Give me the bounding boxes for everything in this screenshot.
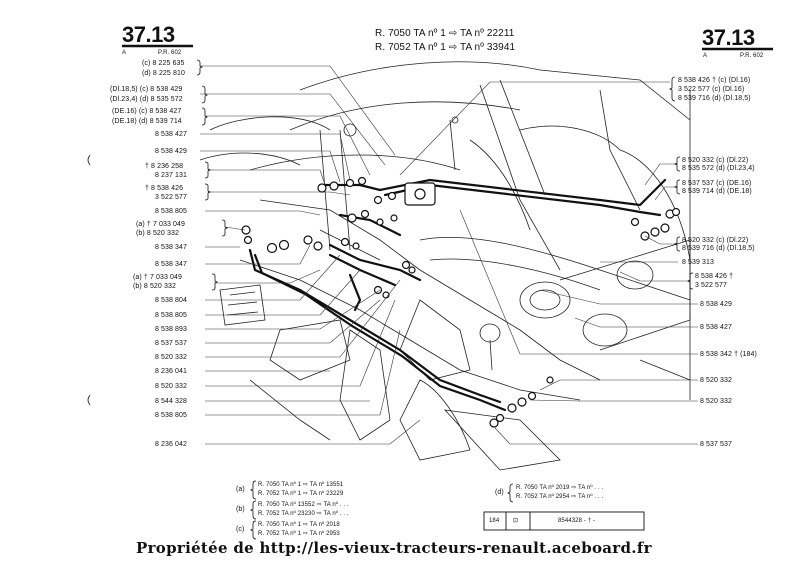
part-label: 3 522 577 xyxy=(695,282,728,289)
page-number-left: 37.13 xyxy=(122,22,175,47)
part-label: 8 538 805 xyxy=(155,208,188,215)
table-cell-symbol: ⊡ xyxy=(513,518,519,524)
part-label: 8 520 332 xyxy=(155,354,188,361)
footer-watermark: Propriétée de http://les-vieux-tracteurs… xyxy=(136,539,652,557)
part-label: 8 520 332 xyxy=(700,377,733,384)
part-label: 8 520 332 xyxy=(155,383,188,390)
legend-b-line-1: R. 7050 TA nº 13552 ⇨ TA nº . . . xyxy=(258,502,349,508)
part-label: 3 522 577 xyxy=(155,194,188,201)
table-cell-ref: 184 xyxy=(489,518,500,524)
part-label: 8 236 042 xyxy=(155,441,188,448)
part-label: (b) 8 520 332 xyxy=(133,283,176,290)
legend-d-line-2: R. 7052 TA nº 2954 ⇨ TA nº . . . xyxy=(516,494,604,500)
part-label: 8 535 572 (d) (Dl.23,4) xyxy=(682,165,755,172)
part-label: 8 538 805 xyxy=(155,412,188,419)
page-sub-a-left: A xyxy=(122,50,127,56)
page-number-right: 37.13 xyxy=(702,25,755,50)
legend-c-line-2: R. 7052 TA nº 1 ⇨ TA nº 2953 xyxy=(258,531,340,537)
part-label: 8 520 332 (c) (Dl.22) xyxy=(682,157,749,164)
part-label: 8 538 804 xyxy=(155,297,188,304)
part-label: 8 538 426 † xyxy=(695,273,734,280)
part-label: 8 538 429 xyxy=(700,301,733,308)
part-label: (c) 8 225 635 xyxy=(142,60,185,67)
legend-d-line-1: R. 7050 TA nº 2019 ⇨ TA nº . . . xyxy=(516,485,604,491)
legend-b-line-2: R. 7052 TA nº 23230 ⇨ TA nº . . . xyxy=(258,511,349,517)
part-label: 8 538 893 xyxy=(155,326,188,333)
legend-a-line-1: R. 7050 TA nº 1 ⇨ TA nº 13551 xyxy=(258,482,344,488)
legend-key-d: (d) xyxy=(495,489,504,496)
part-label: (b) 8 520 332 xyxy=(136,230,179,237)
part-label: (Dl.23,4) (d) 8 535 572 xyxy=(110,96,183,103)
part-label: (d) 8 225 810 xyxy=(142,70,185,77)
model-range-line-2: R. 7052 TA nº 1 ⇨ TA nº 33941 xyxy=(375,42,516,53)
part-label: 8 520 332 xyxy=(700,398,733,405)
legend-c-line-1: R. 7050 TA nº 1 ⇨ TA nº 2018 xyxy=(258,522,340,528)
part-label: (DE.16) (c) 8 538 427 xyxy=(112,108,182,115)
page-sub-ref-right: P.R. 602 xyxy=(740,53,764,59)
table-cell-part: 8544328 - † - xyxy=(558,518,595,524)
part-label: 8 538 429 xyxy=(155,148,188,155)
page-sub-a-right: A xyxy=(703,53,708,59)
part-label: 8 539 716 (d) (Dl.18,5) xyxy=(678,95,751,102)
part-label: 8 237 131 xyxy=(155,172,188,179)
part-label: 8 539 313 xyxy=(682,259,715,266)
part-label: 8 539 716 (d) (Dl.18,5) xyxy=(682,245,755,252)
part-label: 8 236 041 xyxy=(155,368,188,375)
legend-key-a: (a) xyxy=(236,486,245,493)
legend-a-line-2: R. 7052 TA nº 1 ⇨ TA nº 23229 xyxy=(258,491,344,497)
part-label: (Dl.18,5) (c) 8 538 429 xyxy=(110,86,183,93)
part-label: 8 537 537 (c) (DE.16) xyxy=(682,180,752,187)
legend-key-b: (b) xyxy=(236,506,245,513)
part-label: 8 537 537 xyxy=(700,441,733,448)
part-label: 8 544 328 xyxy=(155,398,188,405)
part-label: 8 538 427 xyxy=(700,324,733,331)
part-label: 8 538 347 xyxy=(155,244,188,251)
part-label: 8 538 427 xyxy=(155,131,188,138)
page-sub-ref-left: P.R. 602 xyxy=(158,50,182,56)
part-label: 8 538 347 xyxy=(155,261,188,268)
part-label: (DE.18) (d) 8 539 714 xyxy=(112,118,182,125)
part-label: 8 538 426 † (c) (Dl.16) xyxy=(678,77,751,84)
part-label: 8 539 714 (d) (DE.18) xyxy=(682,188,752,195)
part-label: (a) † 7 033 049 xyxy=(133,274,182,281)
legend-key-c: (c) xyxy=(236,526,245,533)
part-label: † 8 236 258 xyxy=(145,163,184,170)
part-label: 8 520 332 (c) (Dl.22) xyxy=(682,237,749,244)
part-label: 8 537 537 xyxy=(155,340,188,347)
part-label: 8 538 342 † (184) xyxy=(700,351,757,358)
model-range-line-1: R. 7050 TA nº 1 ⇨ TA nº 22211 xyxy=(375,28,515,39)
part-label: 8 538 805 xyxy=(155,312,188,319)
part-label: (a) † 7 033 049 xyxy=(136,221,185,228)
part-label: † 8 538 426 xyxy=(145,185,184,192)
part-label: 3 522 577 (c) (Dl.16) xyxy=(678,86,745,93)
